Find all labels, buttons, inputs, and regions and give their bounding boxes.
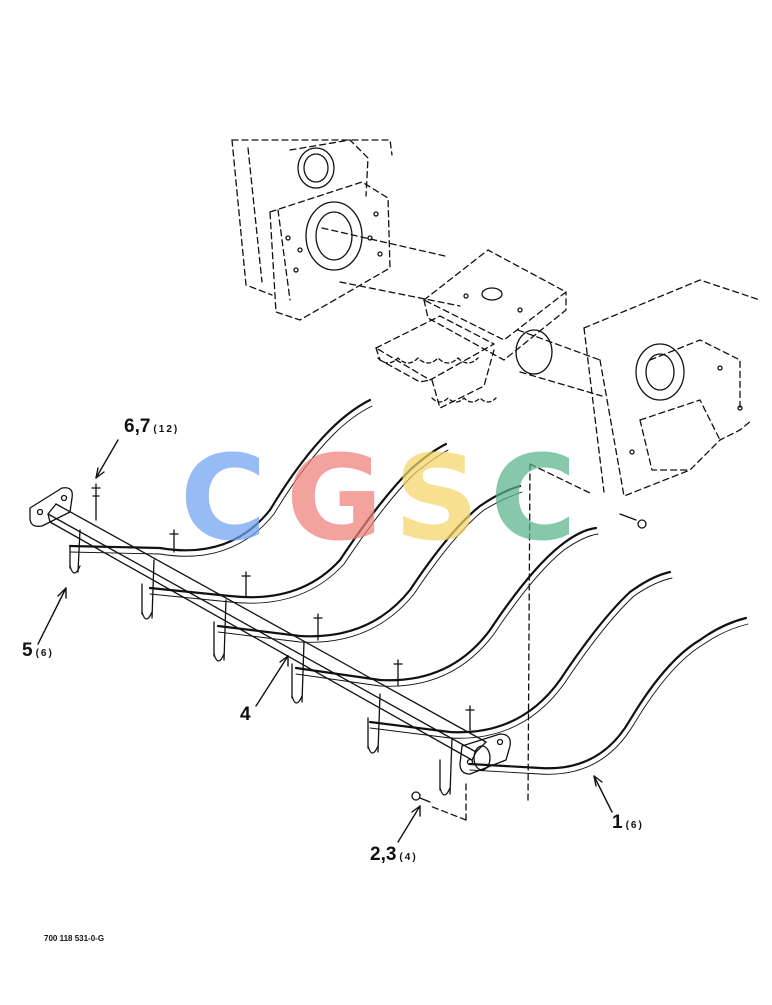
figure-id: 700 118 531-0-G	[44, 934, 105, 943]
callout-part-1: 1(6)	[612, 812, 644, 834]
tine-outline	[69, 405, 749, 775]
callout-part-2-3: 2,3(4)	[370, 844, 418, 866]
callout-qty: (4)	[399, 852, 418, 863]
callout-number: 4	[240, 704, 251, 725]
watermark-letter-s: S	[394, 429, 479, 567]
cgsc-watermark: C G S C	[180, 438, 600, 558]
callout-number: 1	[612, 812, 623, 833]
u-bolts	[69, 529, 453, 796]
leader-arrows	[37, 439, 613, 843]
machine-frame	[231, 139, 761, 821]
watermark-letter-g: G	[286, 429, 383, 567]
callout-part-6-7: 6,7(12)	[124, 416, 179, 438]
watermark-letter-c2: C	[490, 429, 577, 567]
tine-bar	[29, 487, 511, 775]
bolts	[91, 483, 647, 803]
callout-qty: (6)	[35, 648, 54, 659]
callout-part-4: 4	[240, 704, 254, 726]
callout-qty: (12)	[153, 424, 180, 435]
callout-part-5: 5(6)	[22, 640, 54, 662]
callout-number: 6,7	[124, 416, 151, 437]
watermark-letter-c: C	[180, 429, 267, 567]
callout-number: 5	[22, 640, 33, 661]
tines	[68, 398, 748, 770]
callout-number: 2,3	[370, 844, 397, 865]
plate-holes	[285, 147, 743, 455]
callout-qty: (6)	[625, 820, 644, 831]
